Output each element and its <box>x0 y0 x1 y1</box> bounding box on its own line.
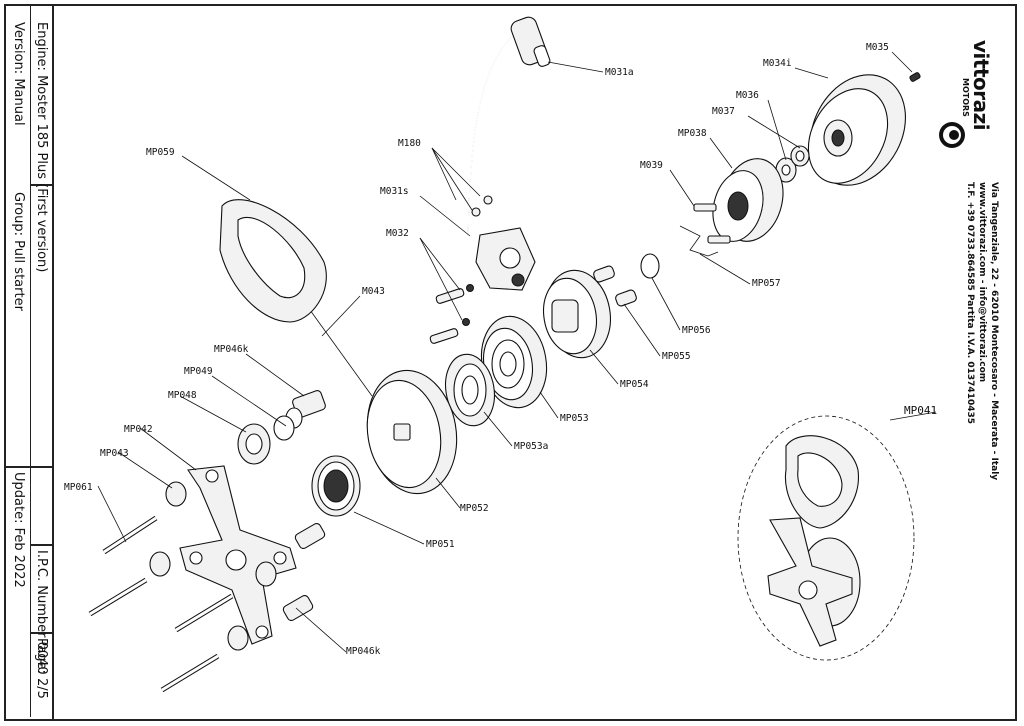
cup-screws-part <box>693 203 731 244</box>
part-label-m031a: M031a <box>605 67 634 78</box>
page-label: Page: 2/5 <box>34 638 49 699</box>
company-logo-sub: MOTORS <box>961 78 970 117</box>
ipc-number-label: I.P.C. Number 0040 <box>34 550 49 675</box>
spacer-part <box>285 390 326 429</box>
part-label-mp053: MP053 <box>560 413 589 424</box>
company-logo-icon <box>939 122 965 148</box>
part-label-m032: M032 <box>386 228 409 239</box>
flywheel-part <box>807 74 906 186</box>
title-block-divider <box>30 4 31 717</box>
rope-pulley-part <box>366 369 458 495</box>
company-block: vittorazi MOTORS Via Tangenziale, 22 - 6… <box>935 30 1005 480</box>
drawing-frame <box>4 4 1017 721</box>
part-label-mp057: MP057 <box>752 278 781 289</box>
rubber-mount-part <box>149 481 277 651</box>
gear-ring-part <box>311 455 361 517</box>
recoil-spring-part <box>445 353 495 427</box>
spring-housing-part <box>480 315 548 409</box>
title-block-rule <box>30 184 52 186</box>
assembly-inset <box>737 415 915 661</box>
ignition-coil-part <box>471 195 536 291</box>
part-label-mp043: MP043 <box>100 448 129 459</box>
part-label-mp056: MP056 <box>682 325 711 336</box>
part-label-m034i: M034i <box>763 58 792 69</box>
title-block-rule <box>4 466 52 468</box>
part-label-mp054: MP054 <box>620 379 649 390</box>
title-block-rule <box>30 544 52 546</box>
company-address: Via Tangenziale, 22 - 62010 Montecosaro … <box>989 182 999 481</box>
bearing-part <box>237 415 295 465</box>
part-label-mp049: MP049 <box>184 366 213 377</box>
part-labels: M031a M034i M035 M180 M036 M037 MP038 M0… <box>64 42 937 657</box>
flywheel-nut-part <box>775 145 810 183</box>
part-label-mp048: MP048 <box>168 390 197 401</box>
engine-label: Engine: Moster 185 Plus (First version) <box>34 22 49 273</box>
part-label-mp041: MP041 <box>904 404 937 417</box>
key-part <box>909 72 921 82</box>
part-label-m037: M037 <box>712 106 735 117</box>
part-label-mp051: MP051 <box>426 539 455 550</box>
part-label-mp055: MP055 <box>662 351 691 362</box>
part-label-mp059: MP059 <box>146 147 175 158</box>
part-label-mp042: MP042 <box>124 424 153 435</box>
company-phone: T.F. +39 0733.864585 Partita I.V.A. 0137… <box>965 182 975 425</box>
washer-part <box>640 253 660 279</box>
pawl-part <box>593 265 637 307</box>
update-label: Update: Feb 2022 <box>11 472 26 588</box>
part-label-mp061: MP061 <box>64 482 93 493</box>
starter-cup-part <box>712 158 784 242</box>
spring-clip-part <box>679 225 719 257</box>
coil-screws-part <box>429 284 474 344</box>
starter-handle-part <box>219 199 327 323</box>
starter-rope-part <box>309 309 373 397</box>
spark-plug-cap-part <box>467 16 551 241</box>
mounting-bracket-part <box>179 465 297 645</box>
title-block: Engine: Moster 185 Plus (First version) … <box>4 4 54 721</box>
version-label: Version: Manual <box>11 22 26 126</box>
group-label: Group: Pull starter <box>11 192 26 311</box>
company-logo-text: vittorazi <box>969 40 993 131</box>
part-label-m036: M036 <box>736 90 759 101</box>
part-label-mp046k-bottom: MP046k <box>346 646 381 657</box>
part-label-mp052: MP052 <box>460 503 489 514</box>
part-label-m039: M039 <box>640 160 663 171</box>
part-label-m035: M035 <box>866 42 889 53</box>
company-web: www.vittorazi.com - info@vittorazi.com <box>977 182 987 383</box>
bolt-part <box>88 515 234 693</box>
part-label-mp038: MP038 <box>678 128 707 139</box>
long-spacer-part <box>282 522 326 622</box>
ratchet-plate-part <box>543 269 611 359</box>
part-label-mp046k-top: MP046k <box>214 344 249 355</box>
leader-lines <box>97 51 937 653</box>
part-label-m180: M180 <box>398 138 421 149</box>
part-label-mp053a: MP053a <box>514 441 548 452</box>
part-label-m043: M043 <box>362 286 385 297</box>
title-block-rule <box>30 632 52 634</box>
part-label-m031s: M031s <box>380 186 409 197</box>
